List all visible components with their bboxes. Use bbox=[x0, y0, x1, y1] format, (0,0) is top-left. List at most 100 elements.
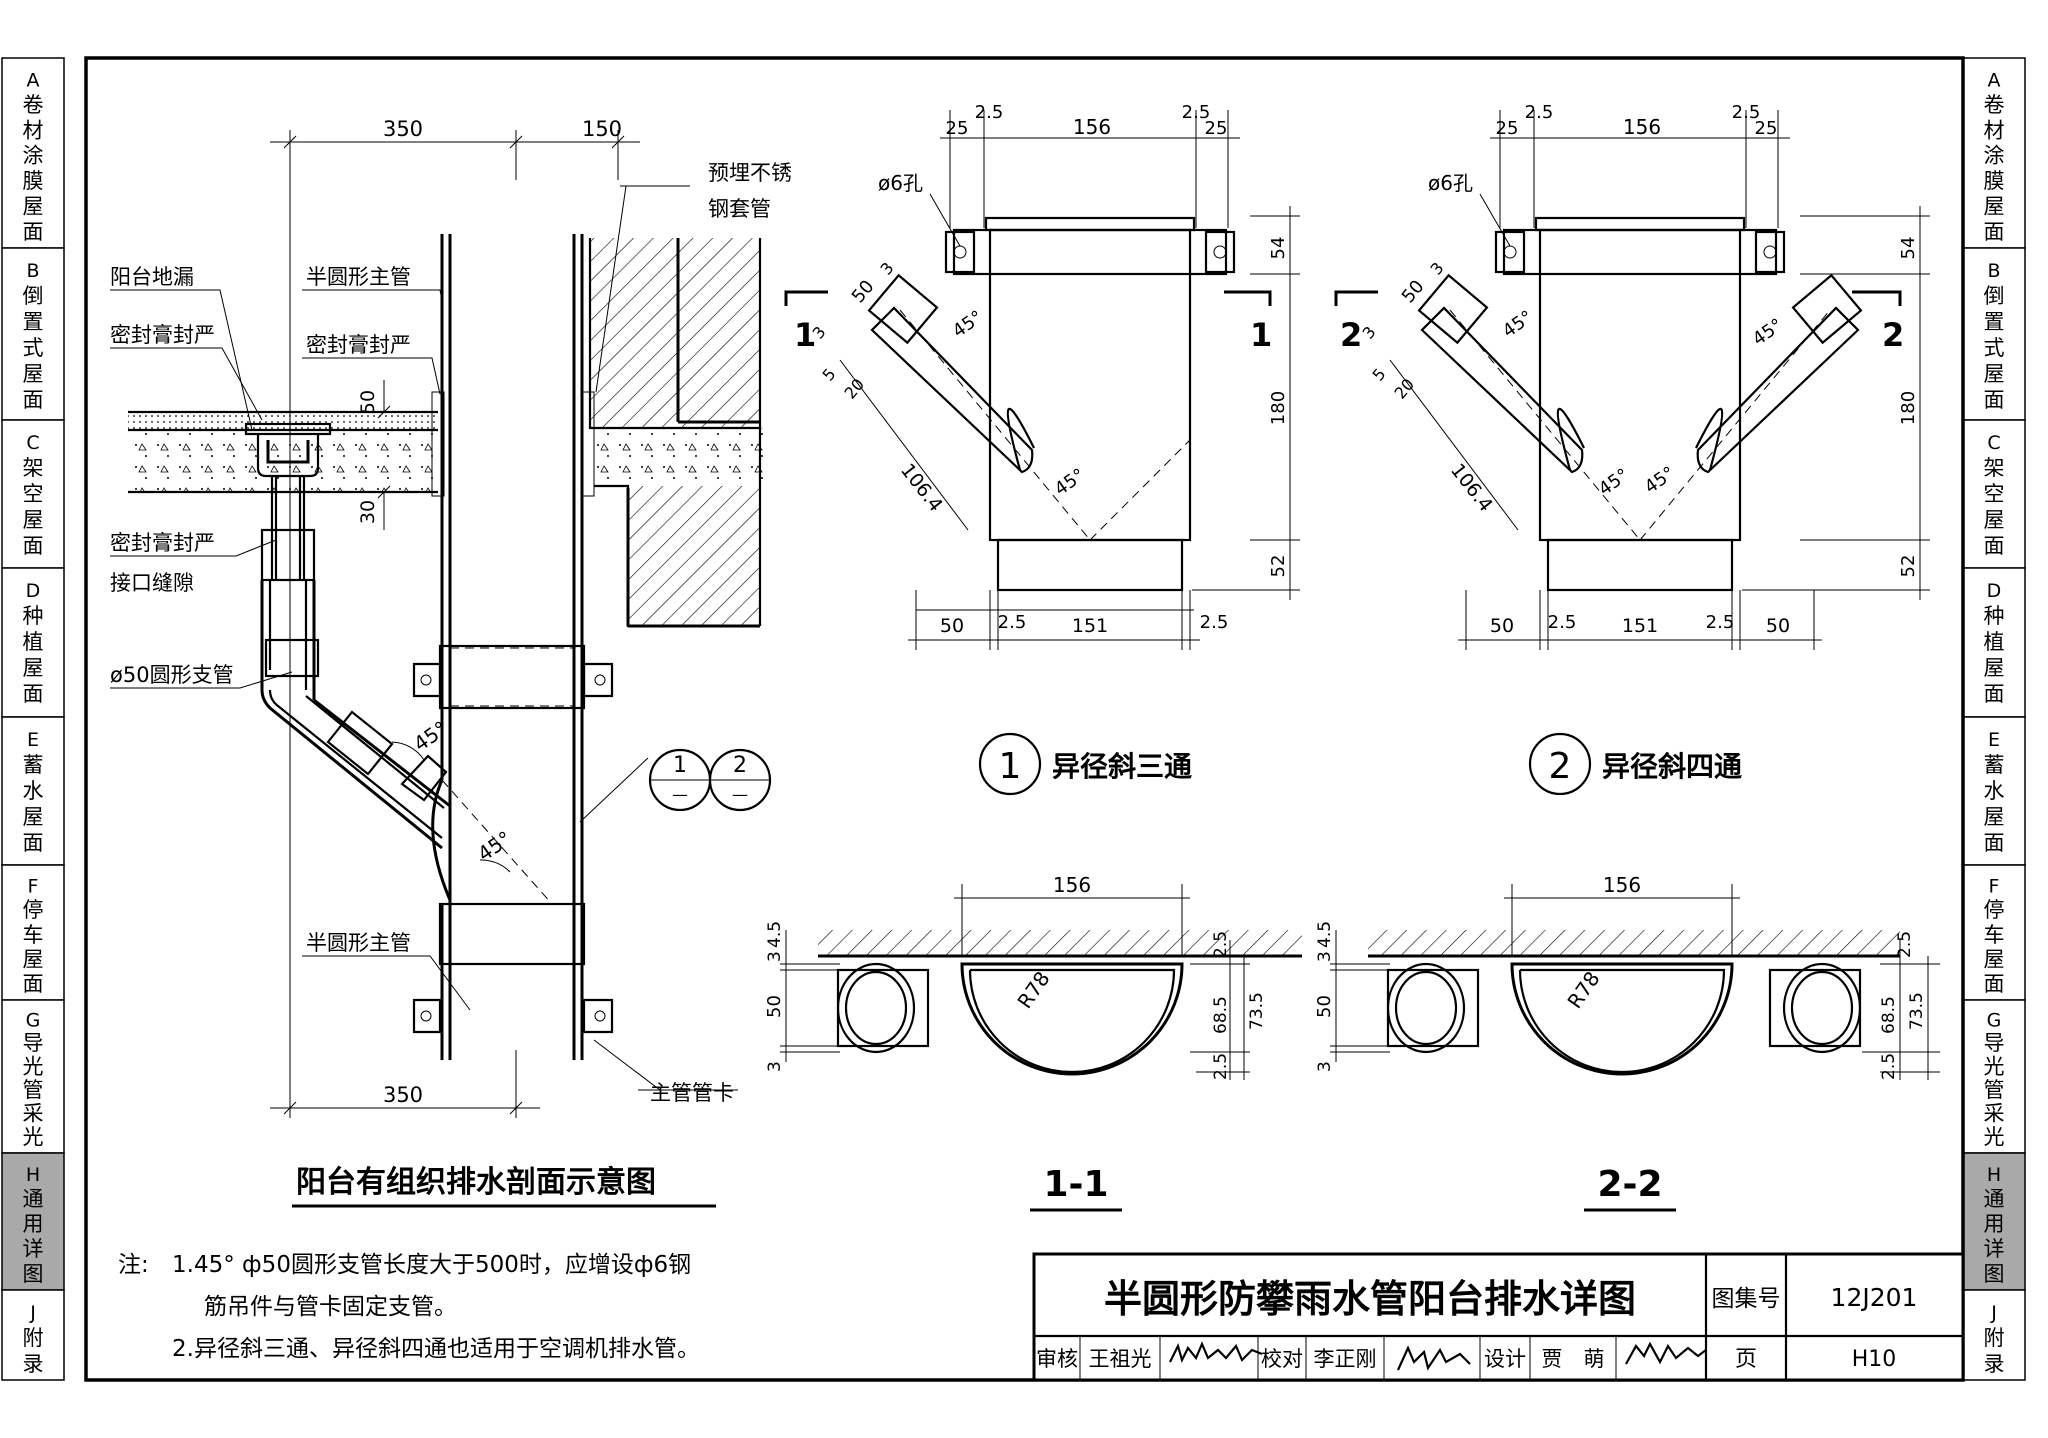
notes-line2: 筋吊件与管卡固定支管。 bbox=[204, 1294, 457, 1320]
f1-section-mark-left: 1 bbox=[794, 316, 816, 354]
main-frame bbox=[84, 56, 1965, 1382]
f1-dim-180: 180 bbox=[1268, 391, 1289, 425]
f1-dim-25-left: 25 bbox=[946, 118, 969, 139]
side-tab-char: 面 bbox=[1984, 831, 2005, 855]
s11-right-68.5: 68.5 bbox=[1211, 996, 1231, 1034]
side-tab-char: 面 bbox=[23, 682, 44, 706]
side-tab-right-j[interactable]: J附录 bbox=[1962, 1289, 2026, 1381]
side-tab-char: 空 bbox=[1984, 482, 2005, 506]
side-tab-char: 面 bbox=[23, 388, 44, 412]
side-tab-char: 屋 bbox=[23, 508, 44, 532]
side-tab-char: 倒 bbox=[23, 284, 44, 308]
dim-350-bottom: 350 bbox=[383, 1083, 423, 1107]
f2-dim-52: 52 bbox=[1898, 555, 1919, 578]
side-tab-bg bbox=[1, 419, 65, 569]
side-tab-bg bbox=[1962, 864, 2026, 1001]
section-2-2: 156 R78 3 4.5 50 3 2.5 68.5 73.5 2.5 2-2 bbox=[1314, 873, 1940, 1212]
side-tab-char: 屋 bbox=[23, 947, 44, 971]
side-tab-letter: H bbox=[1987, 1164, 2001, 1186]
fitting-2-cross: 25 2.5 156 2.5 25 45° 45° 45° 45° 106.4 … bbox=[1334, 102, 1930, 796]
check-label: 校对 bbox=[1261, 1347, 1303, 1371]
f1-angle-b: 45° bbox=[1051, 465, 1089, 501]
side-tab-char: 面 bbox=[1984, 388, 2005, 412]
side-tab-char: 种 bbox=[1984, 604, 2005, 628]
f2-angle-c: 45° bbox=[1641, 463, 1679, 499]
f1-dim-50: 50 bbox=[848, 276, 879, 307]
side-tab-char: 置 bbox=[23, 310, 44, 334]
s11-left-3b: 3 bbox=[765, 1061, 785, 1072]
s22-right-68.5: 68.5 bbox=[1879, 996, 1899, 1034]
f1-dim-2.5-right: 2.5 bbox=[1182, 102, 1211, 123]
f2-dim-25-right: 25 bbox=[1755, 118, 1778, 139]
label-main-pipe-top: 半圆形主管 bbox=[306, 265, 411, 289]
f2-angle-a: 45° bbox=[1499, 307, 1537, 343]
s22-right-2.5b: 2.5 bbox=[1879, 1053, 1899, 1080]
s11-radius: R78 bbox=[1012, 967, 1054, 1013]
side-tab-char: 面 bbox=[23, 534, 44, 558]
side-tab-char: 空 bbox=[23, 482, 44, 506]
s11-left-50: 50 bbox=[764, 995, 785, 1018]
checker-name: 李正刚 bbox=[1314, 1347, 1377, 1371]
angle-main: 45° bbox=[473, 826, 516, 866]
side-tab-letter: G bbox=[26, 1010, 41, 1032]
f2-dim-2.5-right: 2.5 bbox=[1732, 102, 1761, 123]
side-tab-letter: A bbox=[1988, 69, 2001, 91]
side-tab-bg bbox=[1962, 419, 2026, 569]
side-tab-char: 图 bbox=[23, 1262, 44, 1286]
s22-right-2.5a: 2.5 bbox=[1895, 931, 1915, 958]
side-tab-char: 涂 bbox=[1984, 144, 2005, 168]
f2-dim-50-bottom-l: 50 bbox=[1490, 615, 1514, 637]
s11-right-2.5b: 2.5 bbox=[1211, 1053, 1231, 1080]
f2-dim-2.5-left: 2.5 bbox=[1525, 102, 1554, 123]
side-tab-char: 架 bbox=[23, 456, 44, 480]
side-tab-bg bbox=[1962, 1152, 2026, 1291]
side-tab-char: 录 bbox=[23, 1352, 44, 1376]
f2-dim-180: 180 bbox=[1898, 391, 1919, 425]
s11-title: 1-1 bbox=[1043, 1164, 1108, 1205]
label-sleeve-1: 预埋不锈 bbox=[708, 161, 792, 185]
side-tab-char: 管 bbox=[1984, 1078, 2005, 1102]
f1-dim-156: 156 bbox=[1073, 115, 1111, 139]
side-tab-char: 面 bbox=[1984, 972, 2005, 996]
label-main-pipe-bottom: 半圆形主管 bbox=[306, 931, 411, 955]
side-tab-char: 详 bbox=[23, 1237, 44, 1261]
side-tab-left-j[interactable]: J附录 bbox=[1, 1289, 65, 1381]
f2-dim-54: 54 bbox=[1898, 237, 1919, 260]
side-tab-char: 屋 bbox=[1984, 508, 2005, 532]
side-tab-bg bbox=[1962, 567, 2026, 718]
side-tab-char: 面 bbox=[23, 220, 44, 244]
balcony-section-diagram: 350 150 350 bbox=[110, 117, 792, 1208]
reviewer-name: 王祖光 bbox=[1089, 1347, 1152, 1371]
s11-right-2.5a: 2.5 bbox=[1211, 931, 1231, 958]
side-tab-char: 材 bbox=[23, 118, 44, 142]
side-tab-letter: J bbox=[29, 1302, 36, 1324]
side-tab-char: 屋 bbox=[23, 656, 44, 680]
title-block: 半圆形防攀雨水管阳台排水详图 图集号 12J201 页 H10 审核 王祖光 校… bbox=[1032, 1252, 1965, 1382]
side-tab-char: 车 bbox=[1984, 923, 2005, 947]
s11-left-4.5: 4.5 bbox=[765, 921, 785, 948]
side-tab-char: 置 bbox=[1984, 310, 2005, 334]
design-label: 设计 bbox=[1484, 1347, 1526, 1371]
f2-dim-50: 50 bbox=[1398, 276, 1429, 307]
atlas-number: 12J201 bbox=[1831, 1283, 1918, 1312]
page-number: H10 bbox=[1852, 1347, 1897, 1372]
f2-angle-d: 45° bbox=[1749, 315, 1787, 351]
side-tab-char: 屋 bbox=[23, 805, 44, 829]
side-tab-letter: E bbox=[27, 729, 39, 751]
